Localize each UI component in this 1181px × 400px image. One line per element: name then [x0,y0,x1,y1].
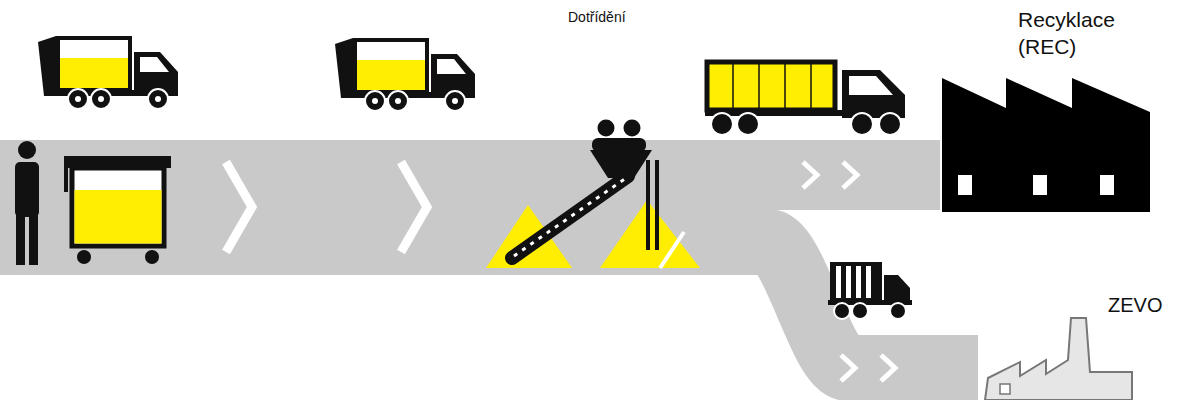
sorting-station [660,232,684,268]
incinerator-plant [985,318,1132,400]
sorting-node: Dotřídění [486,4,708,270]
garbage-truck [58,38,130,90]
semitrailer-truck [784,64,786,108]
garbage-truck [357,60,425,90]
waste-bin [145,250,159,264]
sorting-station [514,178,626,256]
garbage-truck [134,52,178,94]
direction-chevron [843,162,857,188]
sorting-station [646,160,650,250]
person-icon [15,162,39,217]
direction-chevron [803,162,817,188]
waste-bin [75,190,162,244]
waste-truck [834,303,850,319]
garbage-truck [431,54,475,96]
waste-bin [64,156,171,168]
waste-truck [890,303,906,319]
garbage-truck [355,40,427,92]
waste-bin [72,168,164,246]
recycling-factory [958,175,972,195]
flow-road [708,162,940,188]
waste-truck [846,266,851,298]
recycling-factory [1100,175,1114,195]
sorting-station [512,176,628,258]
sorting-station [655,160,659,250]
garbage-truck [445,91,465,111]
waste-truck [856,266,861,298]
road-chevron [226,162,427,252]
road-chevron [226,162,252,252]
recycling-factory [942,78,1150,212]
waste-bin [77,250,91,264]
direction-chevron [881,355,895,381]
semitrailer-truck [842,70,905,118]
garbage-truck [388,91,408,111]
waste-truck [836,266,841,298]
waste-bin [64,166,68,192]
garbage-truck [68,89,88,109]
semitrailer-truck [733,64,811,108]
garbage-truck [38,36,56,96]
waste-bin [64,156,171,264]
road [0,140,710,275]
garbage-truck [155,96,161,102]
recycling-factory [1033,175,1047,195]
node-label: Recyklace (REC) [1018,6,1143,61]
person-icon [15,141,39,265]
garbage-truck [148,89,168,109]
person-icon [18,141,36,159]
sorting-station [624,120,641,137]
semitrailer-truck [851,113,873,135]
incinerator-plant [1000,384,1010,394]
semitrailer-truck [707,62,835,110]
garbage-truck [452,98,458,104]
node-label: Dotřídění [568,8,626,26]
garbage-truck [75,96,81,102]
sorting-station [590,150,652,178]
semitrailer-truck [705,62,905,135]
semitrailer-truck [849,76,893,95]
waste-truck [828,262,912,319]
garbage-truck [91,89,111,109]
road-chevron [401,162,427,252]
semitrailer-truck [758,64,760,108]
garbage-truck [395,98,401,104]
flow-road [708,242,978,381]
sorting-station [592,138,646,152]
waste-truck [830,262,882,302]
direction-chevron [841,355,855,381]
road-branch [708,242,978,368]
semitrailer-truck [879,113,901,135]
garbage-truck [140,57,169,72]
incinerator-plant [985,318,1132,400]
garbage-truck [372,98,378,104]
person-icon [29,212,38,265]
garbage-truck [335,38,353,98]
garbage-truck [437,59,466,74]
waste-truck [852,303,868,319]
semitrailer-truck [732,64,734,108]
incinerator-node: ZEVO [978,288,1176,400]
garbage-truck [365,91,385,111]
sorting-station [598,120,615,137]
person-icon [16,212,25,265]
recycling-factory [942,78,1150,212]
node-label: ZEVO [1108,292,1162,318]
waste-truck [836,266,871,298]
recycling-node: Recyklace (REC) [940,0,1170,214]
road-branch [708,140,940,210]
garbage-truck [60,58,128,88]
garbage-truck [335,38,475,111]
sorting-station [486,205,572,268]
garbage-truck [38,36,178,109]
waste-truck [866,266,871,298]
sorting-station [486,120,700,269]
semitrailer-truck [711,113,733,135]
garbage-truck [98,96,104,102]
semitrailer-truck [810,64,812,108]
semitrailer-truck [737,113,759,135]
